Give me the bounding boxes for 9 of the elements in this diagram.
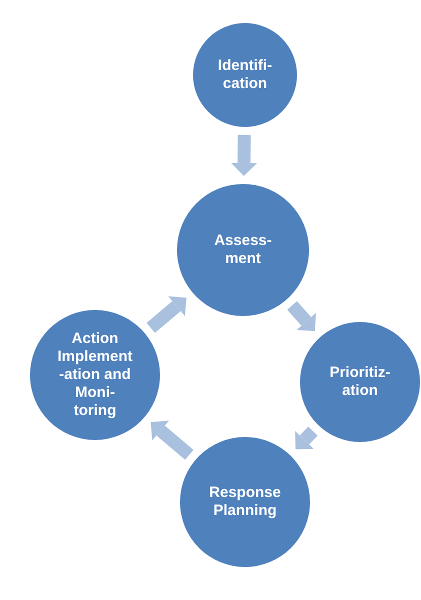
block-arrow [295, 426, 318, 450]
step-label: Identifi- cation [216, 57, 274, 93]
step-label: Response Planning [208, 484, 282, 520]
block-arrow [287, 301, 316, 332]
step-label: Prioritiz- ation [328, 364, 392, 400]
step-label: Assess- ment [213, 232, 273, 268]
step-label: Action Implement -ation and Moni- toring [56, 330, 134, 420]
block-arrow [231, 134, 257, 176]
block-arrow [150, 420, 194, 460]
